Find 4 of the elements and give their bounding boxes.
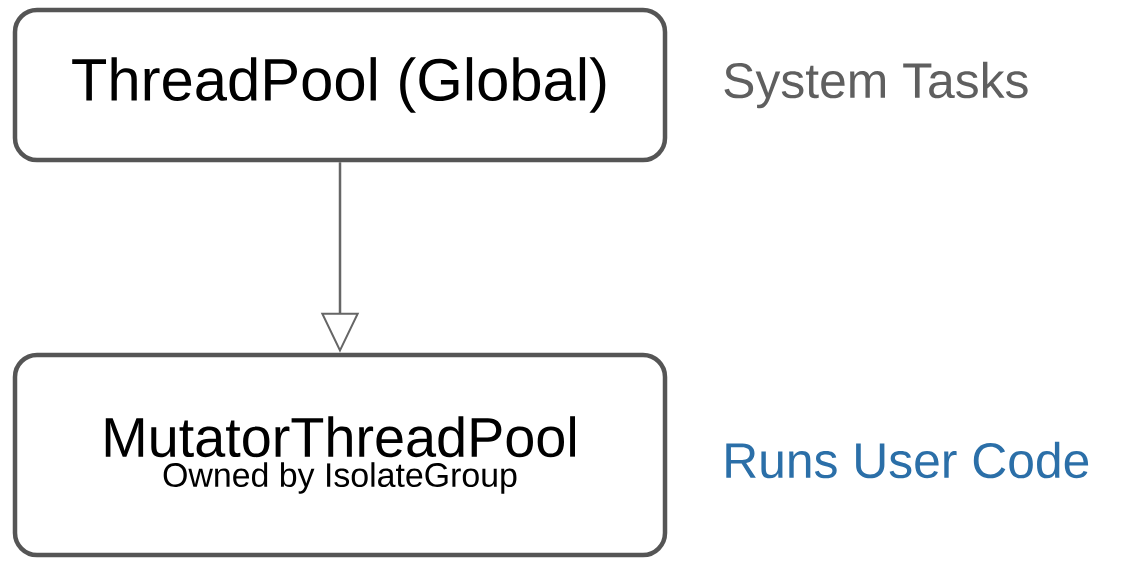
side-label: System Tasks [724,61,1028,109]
process-box: MutatorThreadPool Owned by IsolateGroup [12,352,668,558]
process-box: ThreadPool (Global) [12,7,668,163]
side-label: Runs User Code [726,441,1089,479]
